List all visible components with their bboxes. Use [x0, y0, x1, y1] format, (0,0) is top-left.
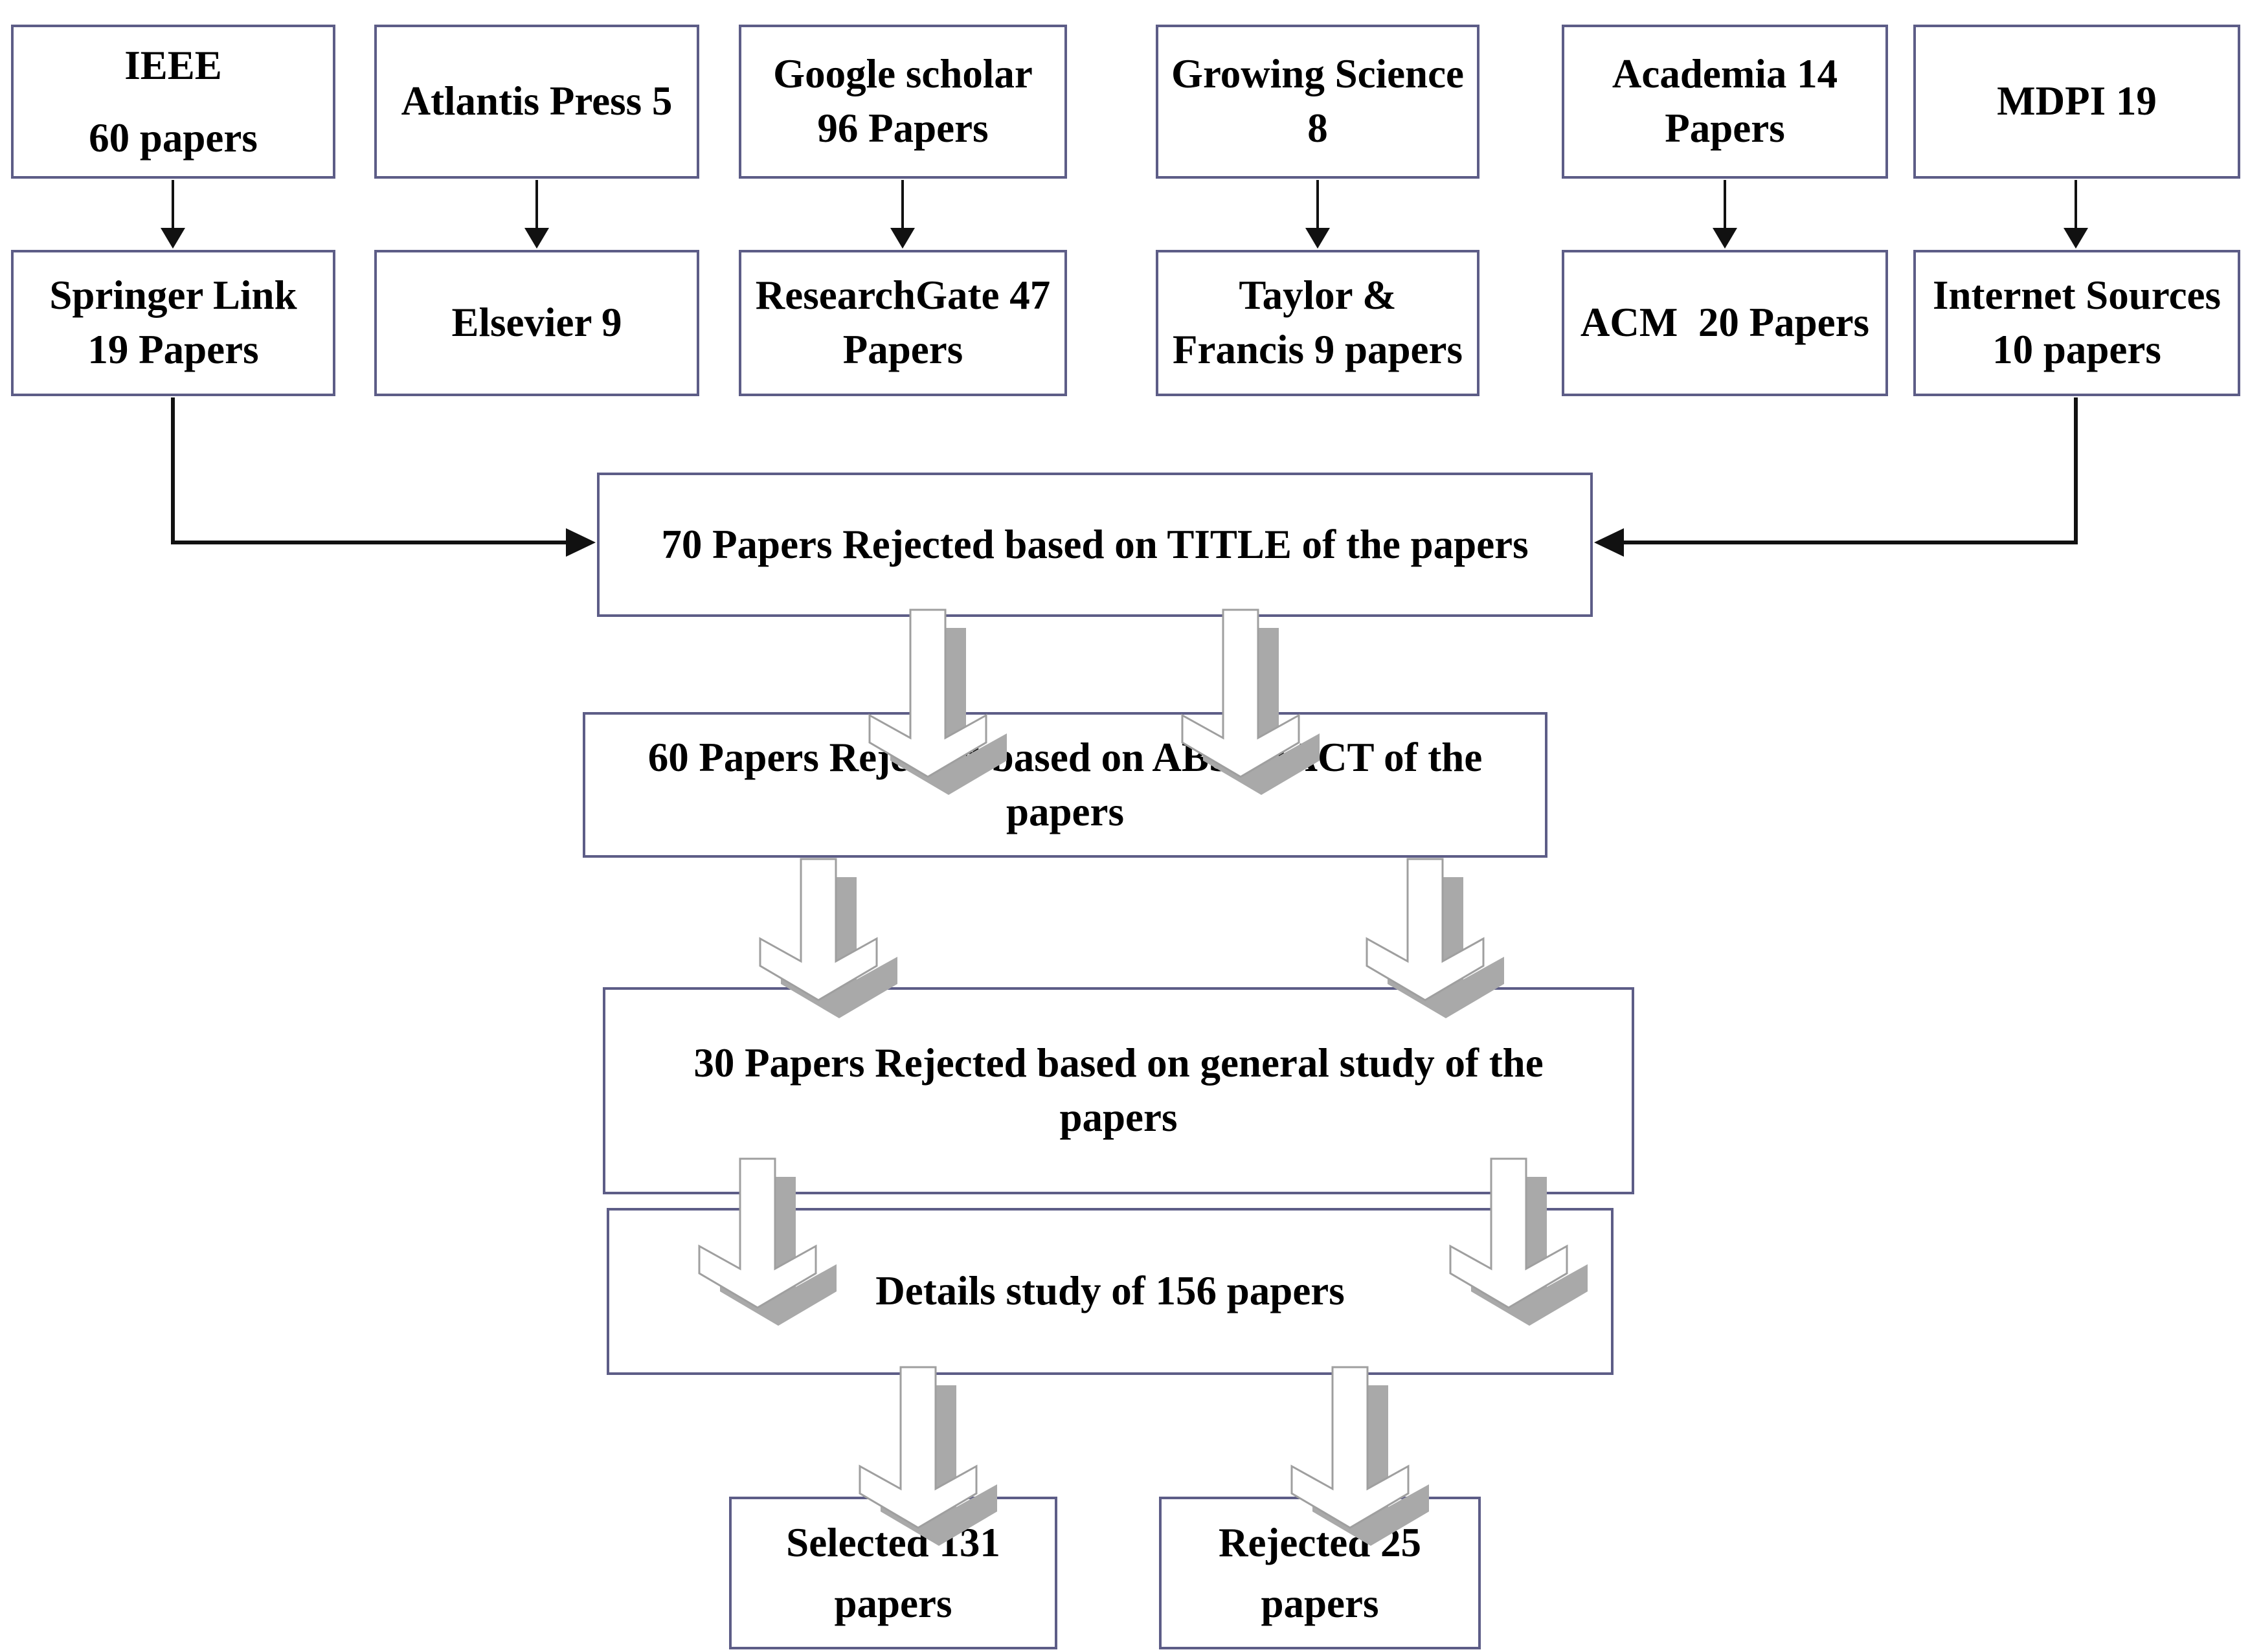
source-box-ieee: IEEE 60 papers: [11, 25, 335, 179]
source-box-google-scholar-label: Google scholar 96 Papers: [773, 51, 1033, 151]
source-box-google-scholar: Google scholar 96 Papers: [739, 25, 1067, 179]
down-arrow-google-to-researchgate: [890, 180, 915, 249]
result-box-selected-label: Selected 131 papers: [786, 1519, 1000, 1627]
source-box-internet-sources: Internet Sources 10 papers: [1913, 250, 2240, 396]
source-box-springer-link: Springer Link 19 Papers: [11, 250, 335, 396]
down-arrow-atlantis-to-elsevier: [524, 180, 549, 249]
stage-box-details-study-label: Details study of 156 papers: [875, 1268, 1345, 1314]
source-box-academia-label: Academia 14 Papers: [1612, 51, 1838, 151]
elbow-arrow-right: [1594, 397, 2078, 557]
stage-box-general-study-rejection: 30 Papers Rejected based on general stud…: [603, 987, 1634, 1194]
down-arrow-mdpi-to-internet: [2064, 180, 2088, 249]
down-arrow-growing-to-taylor: [1305, 180, 1330, 249]
elbow-arrow-left: [171, 397, 596, 557]
source-box-taylor-francis-label: Taylor & Francis 9 papers: [1173, 273, 1463, 372]
source-box-springer-link-label: Springer Link 19 Papers: [49, 273, 297, 372]
stage-box-abstract-rejection-label: 60 Papers Rejected based on ABSTRACT of …: [647, 734, 1483, 834]
source-box-mdpi-label: MDPI 19: [1997, 78, 2157, 124]
down-arrow-academia-to-acm: [1713, 180, 1737, 249]
source-box-internet-sources-label: Internet Sources 10 papers: [1932, 273, 2222, 372]
source-box-elsevier-label: Elsevier 9: [451, 300, 622, 346]
stage-box-abstract-rejection: 60 Papers Rejected based on ABSTRACT of …: [583, 712, 1547, 858]
source-box-researchgate-label: ResearchGate 47 Papers: [755, 273, 1051, 372]
source-box-researchgate: ResearchGate 47 Papers: [739, 250, 1067, 396]
stage-box-title-rejection-label: 70 Papers Rejected based on TITLE of the…: [661, 521, 1529, 567]
result-box-selected: Selected 131 papers: [729, 1497, 1057, 1649]
source-box-mdpi: MDPI 19: [1913, 25, 2240, 179]
source-box-academia: Academia 14 Papers: [1562, 25, 1888, 179]
source-box-growing-science-label: Growing Science 8: [1171, 51, 1465, 151]
stage-box-general-study-rejection-label: 30 Papers Rejected based on general stud…: [693, 1040, 1544, 1140]
stage-box-title-rejection: 70 Papers Rejected based on TITLE of the…: [597, 473, 1593, 617]
source-box-acm-label: ACM 20 Papers: [1580, 300, 1870, 346]
result-box-rejected: Rejected 25 papers: [1159, 1497, 1481, 1649]
source-box-acm: ACM 20 Papers: [1562, 250, 1888, 396]
source-box-atlantis-press-label: Atlantis Press 5: [401, 78, 673, 124]
source-box-taylor-francis: Taylor & Francis 9 papers: [1156, 250, 1479, 396]
source-box-ieee-label: IEEE 60 papers: [89, 42, 258, 161]
result-box-rejected-label: Rejected 25 papers: [1218, 1519, 1422, 1627]
source-box-growing-science: Growing Science 8: [1156, 25, 1479, 179]
source-box-atlantis-press: Atlantis Press 5: [374, 25, 699, 179]
down-arrow-ieee-to-springer: [161, 180, 185, 249]
stage-box-details-study: Details study of 156 papers: [607, 1208, 1614, 1375]
source-box-elsevier: Elsevier 9: [374, 250, 699, 396]
